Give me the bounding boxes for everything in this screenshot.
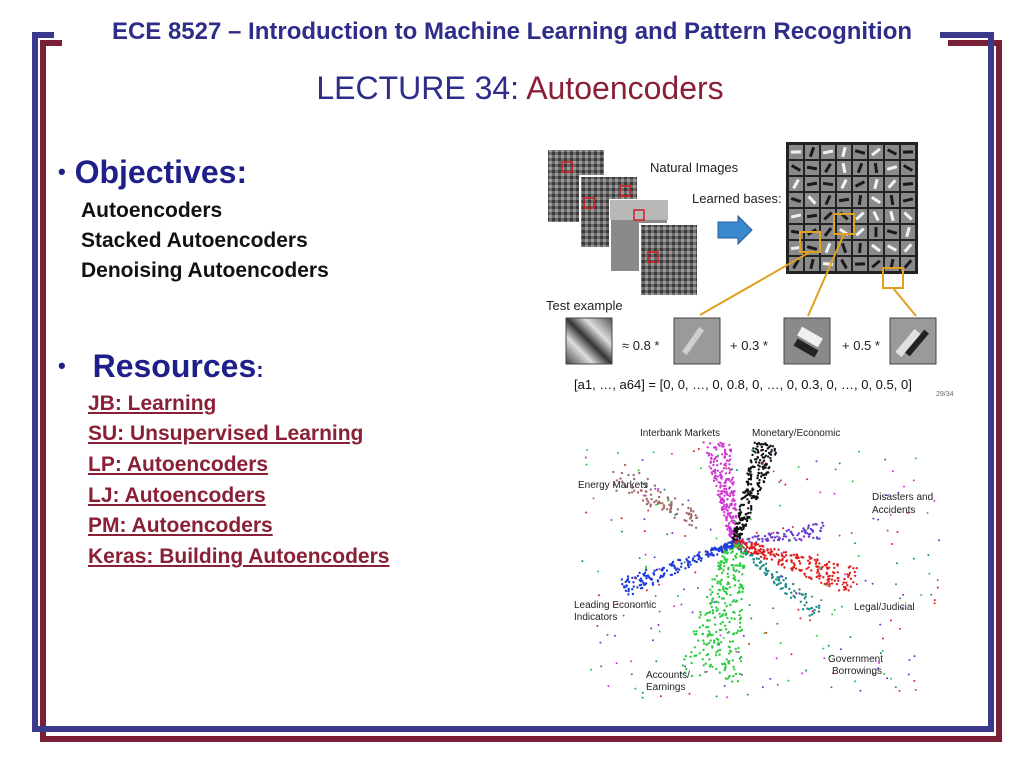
frame-top-right-stub [948,40,1002,46]
label-disasters-1: Disasters and [872,492,933,503]
label-government-2: Borrowings [832,666,882,677]
scatter-points [581,441,941,699]
objective-item: Autoencoders [81,199,223,222]
label-leading-2: Indicators [574,612,617,623]
coefficient-3: + 0.5 * [842,338,880,353]
frame-outer-left [40,40,46,742]
label-legal: Legal/Judicial [854,602,915,613]
test-patch [565,317,613,365]
coefficient-2: + 0.3 * [730,338,768,353]
resource-link-pm[interactable]: PM: Autoencoders [88,514,273,537]
objectives-heading: • Objectives: [58,154,247,191]
resource-link-jb[interactable]: JB: Learning [88,392,217,415]
resources-heading: • Resources: [58,348,264,385]
objective-item: Denoising Autoencoders [81,259,329,282]
test-example-label: Test example [546,298,623,313]
page-mark: 29/34 [936,391,954,398]
frame-outer-right [996,40,1002,742]
label-leading-1: Leading Economic [574,600,656,611]
frame-top-right-stub-blue [940,32,994,38]
course-title: ECE 8527 – Introduction to Machine Learn… [111,18,913,45]
lecture-prefix: LECTURE 34: [316,70,520,106]
cluster-figure: Interbank Markets Monetary/Economic Ener… [574,428,941,699]
natural-images-label: Natural Images [650,160,739,175]
label-disasters-2: Accidents [872,505,915,516]
learned-bases-label: Learned bases: [692,191,782,206]
natural-image-4 [639,223,699,297]
resources-colon: : [256,357,264,382]
frame-inner-left [32,32,38,730]
resource-link-lj[interactable]: LJ: Autoencoders [88,484,266,507]
label-accounts-1: Accounts/ [646,670,690,681]
arrow-right-icon [717,214,753,246]
label-energy: Energy Markets [578,480,648,491]
objective-item: Stacked Autoencoders [81,229,308,252]
coefficient-1: ≈ 0.8 * [622,338,660,353]
frame-outer-bottom [40,736,1002,742]
label-monetary: Monetary/Economic [752,428,840,439]
resource-link-lp[interactable]: LP: Autoencoders [88,453,269,476]
lecture-name: Autoencoders [526,70,724,106]
label-interbank: Interbank Markets [640,428,720,439]
coefficient-equation: [a1, …, a64] = [0, 0, …, 0, 0.8, 0, …, 0… [574,377,912,392]
bases-grid [786,142,918,274]
objectives-bullet: • [58,159,66,184]
label-accounts-2: Earnings [646,682,685,693]
frame-top-left-stub [40,40,62,46]
learned-bases-figure: Natural Images Learned bases: Test examp… [546,142,954,398]
resources-bullet: • [58,353,66,378]
resources-heading-text: Resources [92,348,257,384]
frame-inner-bottom [32,726,994,732]
basis-patch-1 [673,317,721,365]
resource-link-keras[interactable]: Keras: Building Autoencoders [88,545,390,568]
resource-link-su[interactable]: SU: Unsupervised Learning [88,422,364,445]
frame-top-left-stub-blue [32,32,54,38]
lecture-title: LECTURE 34: Autoencoders [0,70,1024,107]
label-government-1: Government [828,654,883,665]
frame-inner-right [988,32,994,732]
objectives-heading-text: Objectives: [74,154,248,190]
